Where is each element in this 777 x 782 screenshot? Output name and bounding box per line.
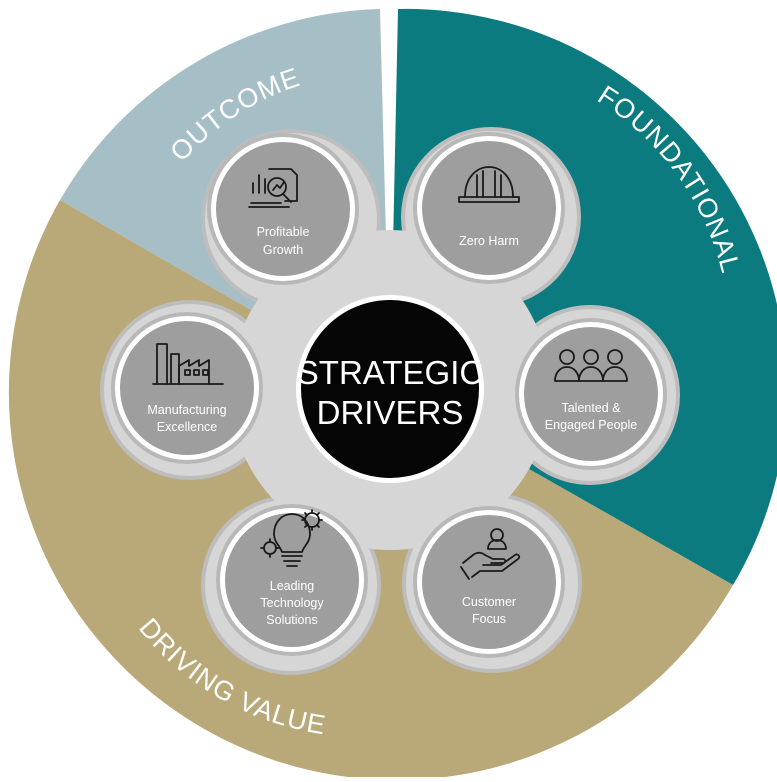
driver-label-leading-technology-2: Technology [260, 596, 324, 610]
hard-hat-icon [458, 166, 520, 203]
factory-icon [152, 343, 224, 385]
driver-zero-harm: Zero Harm [413, 132, 565, 284]
lightbulb-gears-icon [260, 509, 323, 567]
driver-leading-technology-solutions: Leading Technology Solutions [216, 504, 368, 656]
driver-talented-engaged-people: Talented & Engaged People [515, 318, 667, 470]
hand-person-icon [460, 528, 521, 580]
center-hub: STRATEGIC DRIVERS [296, 295, 484, 483]
center-title-line-2: DRIVERS [317, 394, 464, 431]
driver-label-profitable-growth-2: Growth [263, 243, 303, 257]
growth-chart-icon [248, 168, 298, 208]
driver-label-talented-1: Talented & [561, 401, 621, 415]
driver-manufacturing-excellence: Manufacturing Excellence [111, 312, 263, 464]
people-group-icon [554, 349, 628, 382]
driver-label-profitable-growth-1: Profitable [257, 225, 310, 239]
center-title-line-1: STRATEGIC [297, 354, 483, 391]
driver-customer-focus: Customer Focus [413, 506, 565, 658]
driver-label-leading-technology-1: Leading [270, 579, 315, 593]
driver-profitable-growth: Profitable Growth [207, 133, 359, 285]
driver-label-manufacturing-1: Manufacturing [147, 403, 226, 417]
driver-label-leading-technology-3: Solutions [266, 613, 317, 627]
driver-label-manufacturing-2: Excellence [157, 420, 217, 434]
driver-label-talented-2: Engaged People [545, 418, 637, 432]
driver-label-zero-harm: Zero Harm [459, 234, 519, 248]
driver-label-customer-focus-1: Customer [462, 595, 516, 609]
driver-label-customer-focus-2: Focus [472, 612, 506, 626]
